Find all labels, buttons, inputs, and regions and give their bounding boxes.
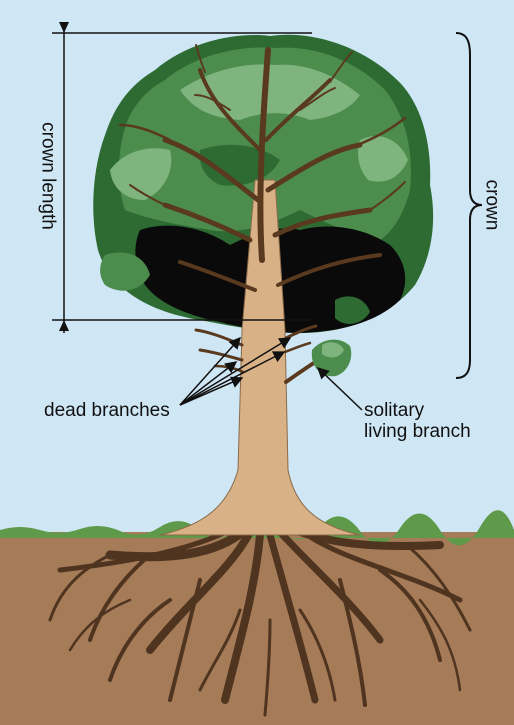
solitary-label-line-2: living branch: [364, 421, 471, 442]
dead-branches-label: dead branches: [44, 400, 170, 421]
solitary-living-branch-label: solitary living branch: [364, 400, 471, 442]
solitary-label-line-1: solitary: [364, 400, 471, 421]
